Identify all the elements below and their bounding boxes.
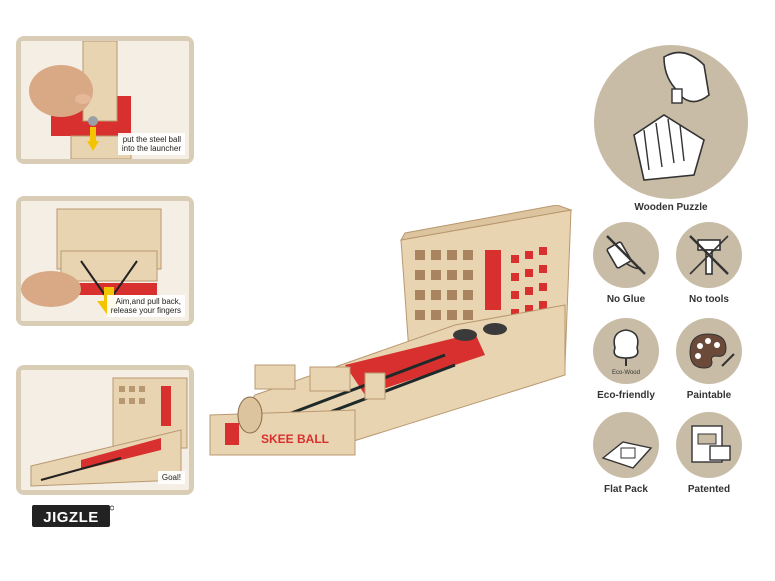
- caption-line: into the launcher: [121, 144, 181, 153]
- caption-line: release your fingers: [110, 306, 181, 315]
- no-glue-icon: [606, 235, 646, 275]
- step-3-caption: Goal!: [157, 471, 185, 484]
- launcher-photo: [21, 41, 189, 159]
- wooden-puzzle-circle: [594, 45, 748, 199]
- step-1-caption: put the steel ball into the launcher: [117, 133, 185, 155]
- no-glue-circle: [593, 222, 659, 288]
- feature-paintable-label: Paintable: [686, 390, 732, 401]
- step-1-image: put the steel ball into the launcher: [21, 41, 189, 159]
- paintable-circle: [676, 318, 742, 384]
- step-2-caption: Aim,and pull back, release your fingers: [106, 295, 185, 317]
- goal-photo: [21, 370, 189, 490]
- caption-line: put the steel ball: [122, 135, 181, 144]
- eco-friendly-circle: Eco-Wood: [593, 318, 659, 384]
- step-2-panel: Aim,and pull back, release your fingers: [16, 196, 194, 326]
- patented-icon: [691, 425, 731, 463]
- product-image: SKEE BALL: [205, 204, 575, 470]
- step-1-panel: put the steel ball into the launcher: [16, 36, 194, 164]
- step-3-image: Goal!: [21, 370, 189, 490]
- feature-flat-pack-label: Flat Pack: [604, 484, 648, 495]
- flat-pack-icon: [601, 441, 653, 469]
- brand-logo: JIGZLE: [32, 505, 115, 534]
- flat-pack-circle: [593, 412, 659, 478]
- no-tools-icon: [689, 235, 729, 275]
- feature-no-tools-label: No tools: [689, 294, 729, 305]
- feature-eco-friendly-label: Eco-friendly: [597, 390, 655, 401]
- caption-line: Goal!: [161, 473, 181, 482]
- caption-line: Aim,and pull back,: [115, 297, 181, 306]
- feature-patented-label: Patented: [687, 484, 731, 495]
- product-label: SKEE BALL: [261, 432, 329, 446]
- brand-name: JIGZLE: [43, 509, 99, 526]
- step-2-image: Aim,and pull back, release your fingers: [21, 201, 189, 321]
- palette-icon: [689, 333, 735, 369]
- feature-no-glue-label: No Glue: [606, 294, 646, 305]
- puzzle-hand-icon: [633, 51, 710, 181]
- tree-icon: Eco-Wood: [612, 329, 640, 376]
- eco-badge-text: Eco-Wood: [612, 370, 640, 376]
- no-tools-circle: [676, 222, 742, 288]
- patented-circle: [676, 412, 742, 478]
- step-3-panel: Goal!: [16, 365, 194, 495]
- feature-wooden-puzzle-label: Wooden Puzzle: [634, 202, 708, 213]
